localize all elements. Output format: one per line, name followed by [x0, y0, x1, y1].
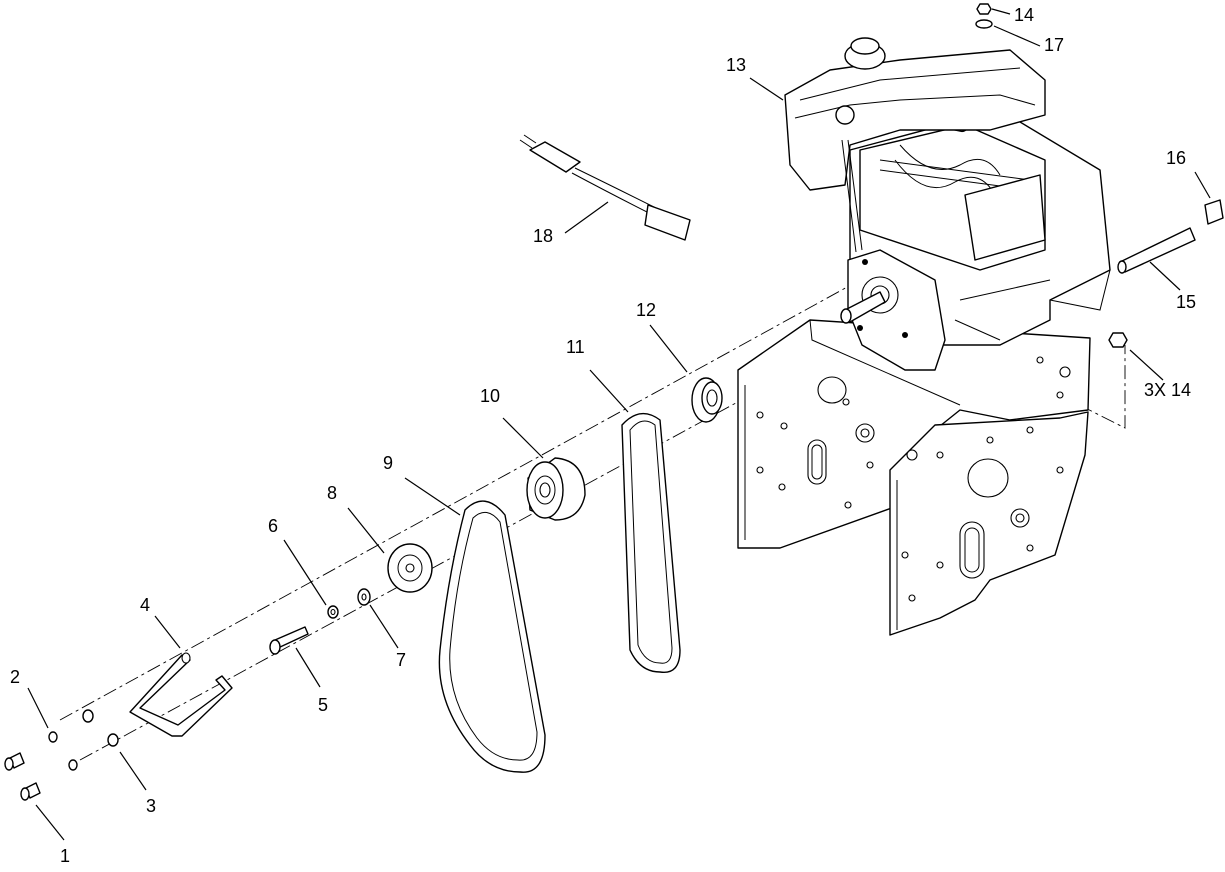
- callout-13: 13: [726, 55, 746, 75]
- callout-17: 17: [1044, 35, 1064, 55]
- callout-9: 9: [383, 453, 393, 473]
- callout-16: 16: [1166, 148, 1186, 168]
- callout-14: 14: [1014, 5, 1034, 25]
- bolts-1: [4, 752, 41, 801]
- washers-2-3: [48, 709, 119, 771]
- callout-12: 12: [636, 300, 656, 320]
- frame-plate-left: [737, 319, 1091, 549]
- belt-9: [438, 500, 546, 773]
- callout-15: 15: [1176, 292, 1196, 312]
- callout-8: 8: [327, 483, 337, 503]
- rod-and-coupler: [1117, 199, 1224, 274]
- pulley-8: [387, 543, 433, 593]
- callout-3x14: 3X 14: [1144, 380, 1191, 400]
- belt-guide-bracket: [129, 652, 233, 737]
- callout-labels: 1 2 3 4 5 6 7 8 9 10 11 12 13 14 3X 14 1…: [10, 5, 1196, 866]
- engine-assembly: [784, 37, 1111, 371]
- frame-plate-right: [889, 411, 1089, 636]
- callout-5: 5: [318, 695, 328, 715]
- callout-3: 3: [146, 796, 156, 816]
- callout-11: 11: [566, 337, 585, 357]
- callout-1: 1: [60, 846, 70, 866]
- engine-pulley: [691, 377, 723, 423]
- washers-6-7: [327, 588, 371, 619]
- callout-7: 7: [396, 650, 406, 670]
- bolt-5: [269, 626, 309, 655]
- callout-10: 10: [480, 386, 500, 406]
- callout-6: 6: [268, 516, 278, 536]
- callout-2: 2: [10, 667, 20, 687]
- extension-cord: [519, 134, 691, 241]
- nuts-and-washer: [975, 3, 1128, 348]
- callout-4: 4: [140, 595, 150, 615]
- double-pulley: [526, 457, 586, 521]
- leader-lines: [27, 8, 1211, 841]
- belt-11: [621, 412, 681, 674]
- callout-18: 18: [533, 226, 553, 246]
